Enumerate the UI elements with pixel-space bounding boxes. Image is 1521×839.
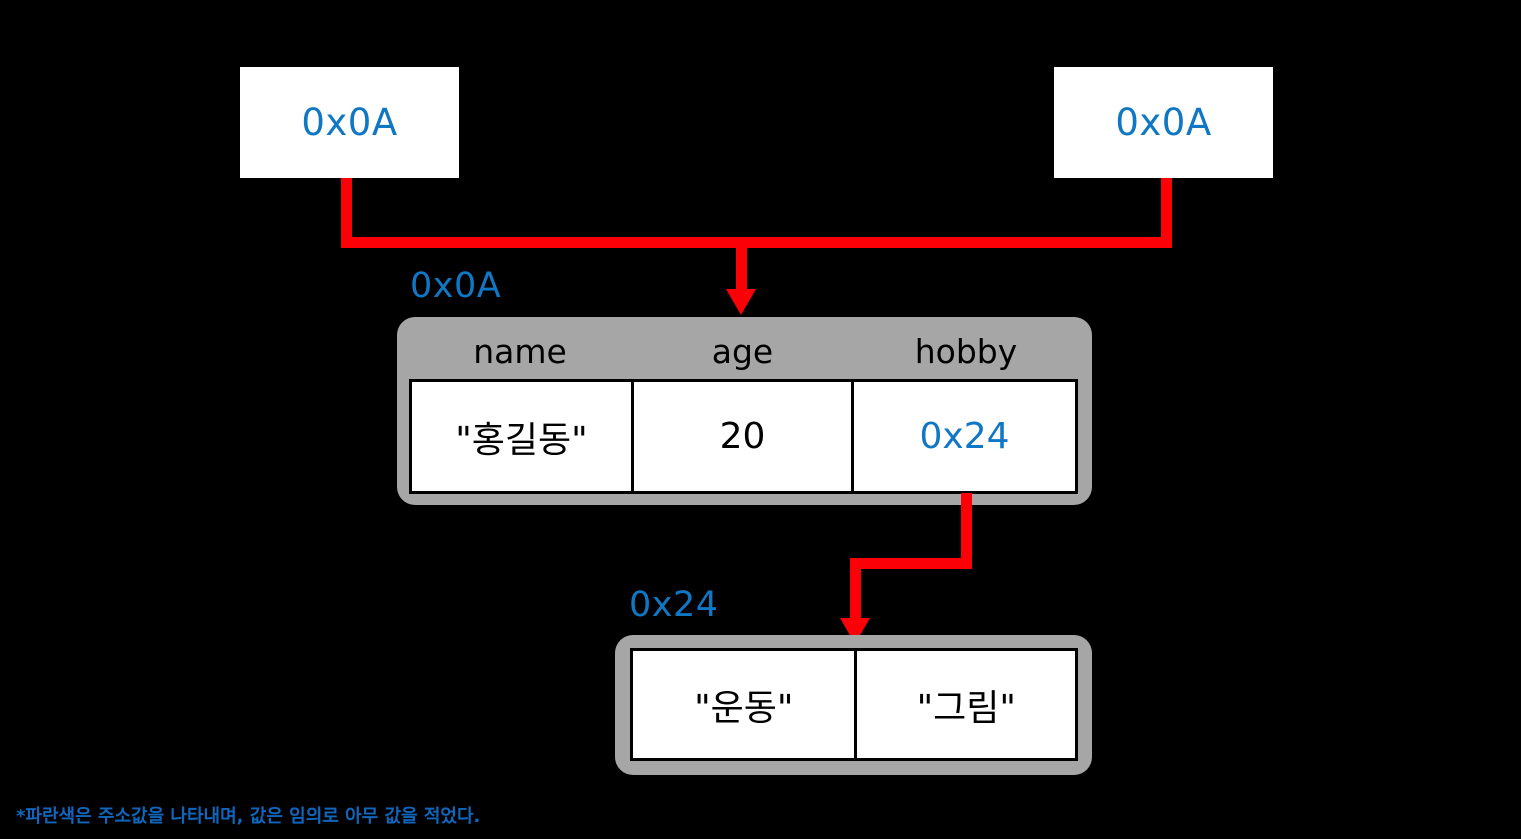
pointer-right-value: 0x0A: [1115, 101, 1212, 144]
pointer-box-right: 0x0A: [1054, 67, 1273, 178]
struct-value-row: "홍길동" 20 0x24: [409, 379, 1078, 494]
pointer-left-value: 0x0A: [301, 101, 398, 144]
connector-right-vertical: [1161, 178, 1172, 248]
arrowhead-to-struct: [726, 289, 756, 315]
footnote-text: *파란색은 주소값을 나타내며, 값은 임의로 아무 값을 적었다.: [16, 806, 481, 827]
connector-horizontal-bus: [341, 237, 1172, 248]
connector-array-drop: [850, 558, 861, 623]
struct-header-age: age: [711, 332, 774, 371]
struct-address-label: 0x0A: [410, 266, 502, 306]
struct-cell-age: 20: [631, 382, 851, 491]
connector-drop-to-struct: [736, 243, 747, 291]
array-cell-0: "운동": [633, 651, 855, 758]
struct-cell-name: "홍길동": [412, 382, 631, 491]
struct-header-hobby: hobby: [914, 332, 1018, 371]
struct-header-name: name: [473, 332, 567, 371]
array-cell-1: "그림": [854, 651, 1075, 758]
array-value-row: "운동" "그림": [630, 648, 1078, 761]
struct-cell-hobby: 0x24: [851, 382, 1075, 491]
connector-hobby-horizontal: [850, 558, 972, 569]
array-address-label: 0x24: [629, 585, 719, 625]
connector-left-vertical: [341, 178, 352, 248]
struct-header-row: name age hobby: [409, 335, 1078, 368]
pointer-box-left: 0x0A: [240, 67, 459, 178]
connector-hobby-vertical: [961, 493, 972, 569]
